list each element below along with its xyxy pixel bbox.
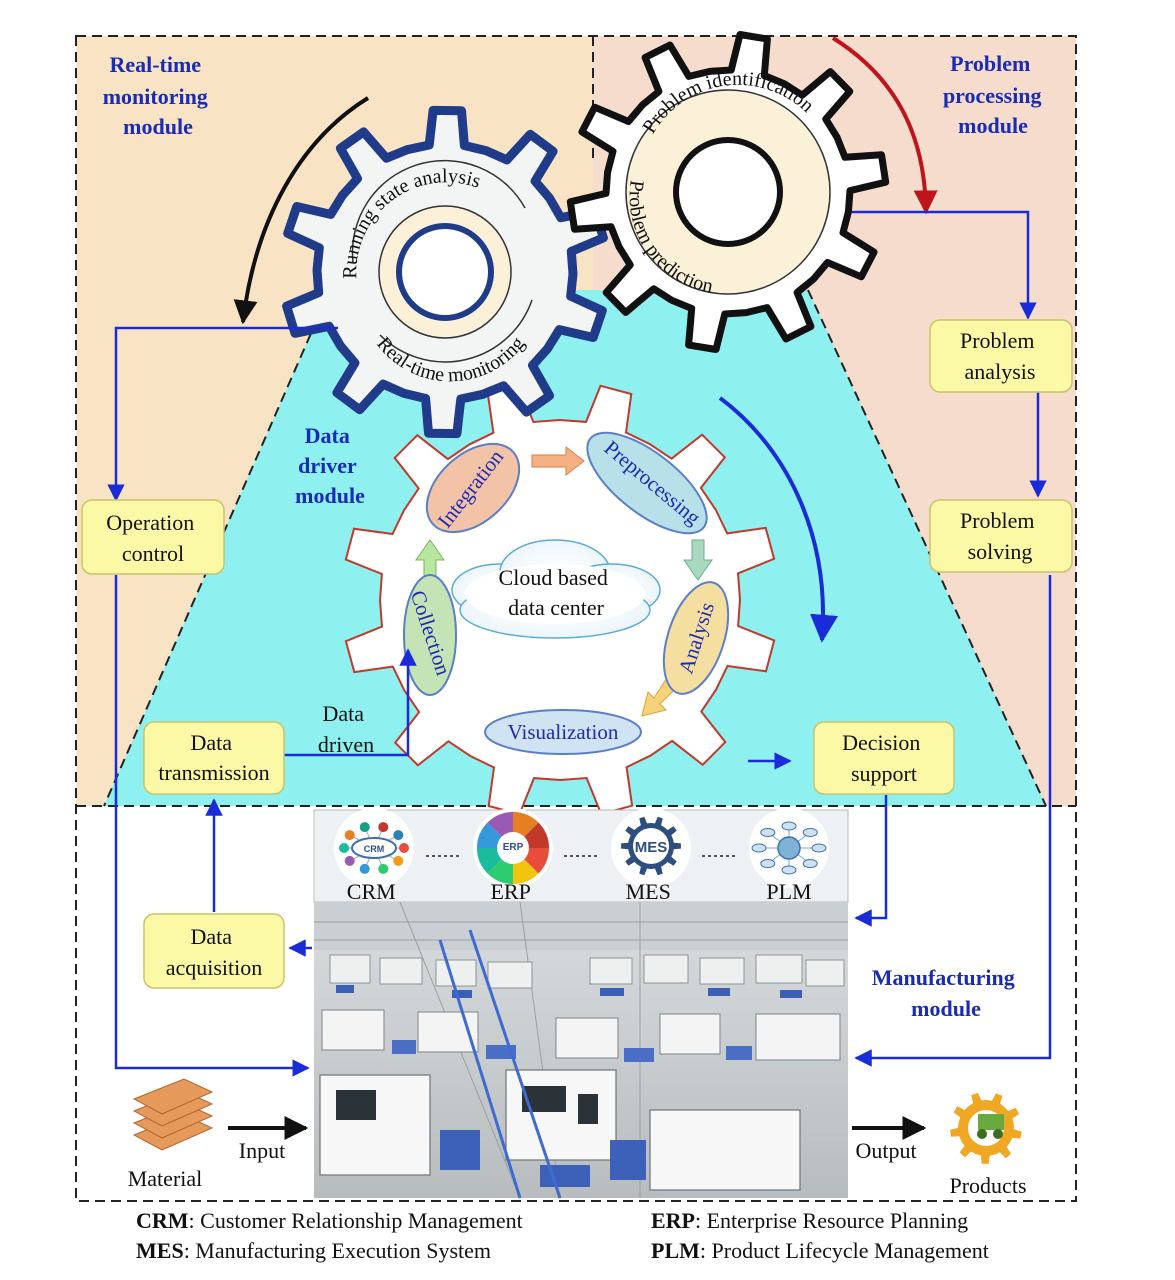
- legend-plm: PLM: Product Lifecycle Management: [651, 1238, 989, 1263]
- cloud-label-line1: Cloud based: [499, 565, 608, 590]
- svg-text:MES: MES: [635, 839, 668, 856]
- preprocessing-step: [586, 431, 708, 535]
- svg-text:CRM ERP MES: CRM ERP MES PLM: [347, 879, 812, 904]
- problem-module-title: Problem processing module: [943, 51, 1047, 138]
- svg-text:Cloud based data center: Cloud based data center: [499, 565, 614, 620]
- svg-text:Data transmission: Data transmission: [158, 730, 269, 785]
- legend-mes: MES: Manufacturing Execution System: [136, 1238, 492, 1263]
- system-label-erp: ERP: [490, 879, 530, 904]
- svg-text:Problem analysis: Problem analysis: [960, 328, 1040, 384]
- realtime-module-title: Real-time monitoring module: [103, 52, 214, 139]
- collection-step: [403, 574, 457, 696]
- products-icon: [942, 1084, 1030, 1172]
- problem-gear: Problem identification Problem predictio…: [566, 31, 890, 353]
- output-label: Output: [855, 1138, 916, 1163]
- system-label-plm: PLM: [766, 879, 811, 904]
- monitoring-gear: Running state analysis Real-time monitor…: [282, 105, 608, 439]
- svg-text:Operation control: Operation control: [106, 510, 199, 566]
- svg-text:Problem solving: Problem solving: [960, 508, 1040, 564]
- systems-strip: CRM ERP MES CRM ERP MES PLM: [313, 808, 849, 904]
- data-cycle-arrow: [718, 396, 838, 643]
- data-driven-label: Data driven: [318, 701, 374, 757]
- legend-crm: CRM: Customer Relationship Management: [136, 1208, 523, 1233]
- cloud-label-line2: data center: [508, 595, 605, 620]
- svg-text:Data acquisition: Data acquisition: [166, 924, 263, 980]
- factory-floor-photo: [314, 901, 848, 1199]
- legend-erp: ERP: Enterprise Resource Planning: [651, 1208, 969, 1233]
- data-driver-module-title: Data driver module: [295, 423, 365, 508]
- manufacturing-module-title: Manufacturing module: [872, 965, 1021, 1021]
- data-acquisition-box: Data acquisition: [143, 913, 285, 989]
- material-icon: [132, 1078, 214, 1151]
- svg-text:Decision support: Decision support: [842, 730, 926, 786]
- integration-step: [425, 442, 521, 534]
- problem-analysis-box: Problem analysis: [929, 319, 1073, 393]
- material-label: Material: [128, 1166, 203, 1191]
- flow-arrows: [107, 210, 1052, 1077]
- system-label-crm: CRM: [347, 879, 396, 904]
- crm-icon: CRM: [334, 808, 414, 888]
- erp-icon: ERP: [473, 808, 553, 888]
- svg-text:CRM: CRM: [364, 844, 385, 854]
- visualization-step: [484, 709, 642, 755]
- svg-text:ERP: ERP: [503, 842, 524, 853]
- system-label-mes: MES: [626, 879, 671, 904]
- monitoring-cycle-arrow: [233, 96, 370, 325]
- decision-support-box: Decision support: [813, 721, 955, 795]
- plm-icon: [749, 808, 829, 888]
- cloud-data-center: Cloud based data center: [451, 539, 661, 639]
- input-label: Input: [239, 1138, 285, 1163]
- operation-control-box: Operation control: [81, 499, 225, 575]
- data-transmission-box: Data transmission: [143, 721, 285, 795]
- problem-cycle-arrow: [831, 36, 938, 215]
- analysis-step: [662, 581, 730, 695]
- visualization-label: Visualization: [508, 720, 619, 744]
- problem-solving-box: Problem solving: [929, 499, 1073, 573]
- products-label: Products: [950, 1173, 1027, 1198]
- mes-icon: MES: [611, 808, 691, 888]
